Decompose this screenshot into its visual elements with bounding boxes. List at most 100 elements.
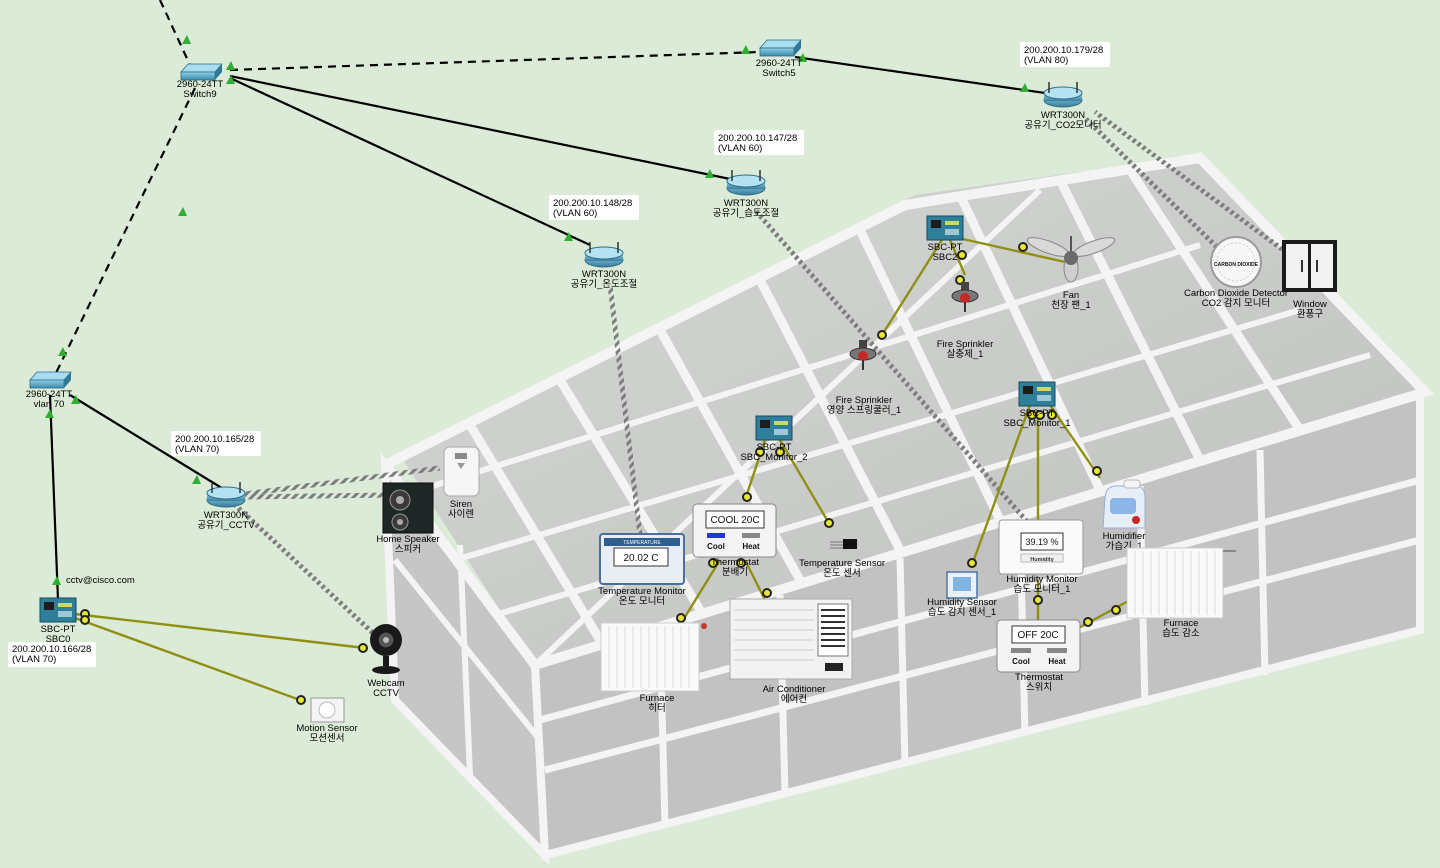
humidity-sensor-name: Humidity Sensor bbox=[927, 597, 997, 608]
thermostat-2-sub: 스위치 bbox=[1026, 681, 1052, 693]
fire-sprinkler-2-sub: 영양 스프링쿨러_1 bbox=[827, 404, 901, 416]
ceiling-fan-sub: 천장 팬_1 bbox=[1051, 300, 1090, 311]
sbc0-name: SBC0 bbox=[46, 634, 71, 645]
temperature-sensor-icon bbox=[830, 539, 857, 549]
humidity-sensor-sub: 습도 감지 센서_1 bbox=[928, 606, 996, 618]
temperature-sensor-sub: 온도 센서 bbox=[823, 568, 861, 579]
co2-detector-face: CARBON DIOXIDE bbox=[1214, 262, 1259, 268]
router-co2[interactable]: 200.200.10.179/28 (VLAN 80) WRT300N 공유기_… bbox=[1020, 42, 1110, 131]
sbc-monitor-1[interactable]: SBC-PT SBC_Monitor_1 bbox=[1003, 381, 1071, 429]
furnace-2-name: Furnace bbox=[1164, 618, 1199, 629]
speaker-icon bbox=[382, 482, 434, 534]
thermostat-2-heat: Heat bbox=[1048, 657, 1066, 666]
humidity-monitor-icon: 39.19 % Humidity bbox=[998, 519, 1084, 575]
temperature-sensor-name: Temperature Sensor bbox=[799, 558, 885, 569]
router-cctv-name: 공유기_CCTV bbox=[197, 520, 255, 531]
sbc2[interactable]: SBC-PT SBC2 bbox=[926, 215, 964, 263]
air-conditioner[interactable]: Air Conditioner 에어컨 bbox=[729, 598, 853, 705]
fire-sprinkler-2[interactable]: Fire Sprinkler 영양 스프링쿨러_1 bbox=[827, 340, 901, 416]
sbc-monitor-1-name: SBC_Monitor_1 bbox=[1003, 418, 1070, 429]
router-cctv[interactable]: 200.200.10.165/28 (VLAN 70) WRT300N 공유기_… bbox=[171, 431, 261, 531]
switch9[interactable]: 2960-24TT Switch9 bbox=[177, 63, 224, 100]
ethernet-links bbox=[48, 55, 1046, 601]
temperature-monitor-sub: 온도 모니터 bbox=[619, 596, 665, 607]
temperature-monitor-header: TEMPERATURE bbox=[623, 540, 661, 546]
air-conditioner-name: Air Conditioner bbox=[763, 684, 826, 695]
temperature-monitor-name: Temperature Monitor bbox=[598, 586, 686, 597]
siren-sub: 사이렌 bbox=[448, 509, 474, 520]
fire-sprinkler-1-sub: 살충제_1 bbox=[947, 349, 984, 360]
ceiling-fan[interactable]: Fan 천장 팬_1 bbox=[1025, 234, 1116, 311]
iot-ports bbox=[80, 242, 1121, 705]
switch9-name: Switch9 bbox=[183, 89, 216, 100]
sbc0-user: cctv@cisco.com bbox=[66, 575, 135, 586]
router-temp[interactable]: 200.200.10.148/28 (VLAN 60) WRT300N 공유기_… bbox=[549, 195, 639, 290]
temperature-sensor[interactable]: Temperature Sensor 온도 센서 bbox=[799, 539, 885, 579]
switch-vlan70[interactable]: 2960-24TT vlan 70 bbox=[26, 371, 73, 410]
motion-sensor-sub: 모션센서 bbox=[310, 733, 345, 744]
home-speaker[interactable]: Home Speaker 스피커 bbox=[376, 482, 440, 555]
router-humid-name: 공유기_습도조절 bbox=[713, 207, 779, 219]
router-temp-name: 공유기_온도조절 bbox=[571, 278, 637, 290]
temperature-monitor-icon: TEMPERATURE 20.02 C bbox=[599, 533, 685, 585]
thermostat-icon: COOL 20C Cool Heat bbox=[692, 503, 777, 558]
fire-sprinkler-1-name: Fire Sprinkler bbox=[937, 339, 994, 350]
temperature-monitor[interactable]: TEMPERATURE 20.02 C Temperature Monitor … bbox=[598, 533, 686, 607]
sprinkler-icon bbox=[951, 282, 979, 312]
sbc0[interactable]: cctv@cisco.com SBC-PT SBC0 200.200.10.16… bbox=[8, 575, 135, 667]
co2-detector[interactable]: CARBON DIOXIDE Carbon Dioxide Detector C… bbox=[1184, 236, 1288, 309]
siren[interactable]: Siren 사이렌 bbox=[443, 446, 480, 520]
furnace-1[interactable]: Furnace 히터 bbox=[600, 622, 707, 714]
thermostat-1-display: COOL 20C bbox=[710, 515, 759, 526]
router-temp-ip: 200.200.10.148/28 bbox=[553, 198, 632, 209]
sbc-monitor-2-name: SBC_Monitor_2 bbox=[740, 452, 807, 463]
co2-detector-icon: CARBON DIOXIDE bbox=[1210, 236, 1262, 288]
router-humid[interactable]: 200.200.10.147/28 (VLAN 60) WRT300N 공유기_… bbox=[713, 130, 804, 219]
humidity-sensor[interactable]: Humidity Sensor 습도 감지 센서_1 bbox=[927, 571, 997, 618]
sbc0-ip: 200.200.10.166/28 bbox=[12, 644, 91, 655]
switch-icon bbox=[29, 371, 72, 389]
switch5[interactable]: 2960-24TT Switch5 bbox=[756, 39, 803, 79]
co2-detector-name: Carbon Dioxide Detector bbox=[1184, 288, 1288, 299]
humidity-monitor[interactable]: 39.19 % Humidity Humidity Monitor 습도 모니터… bbox=[998, 519, 1084, 595]
humidity-monitor-sub: 습도 모니터_1 bbox=[1014, 584, 1071, 595]
humidifier-icon bbox=[1102, 479, 1146, 529]
thermostat-1[interactable]: COOL 20C Cool Heat Thermostat 분배기 bbox=[692, 503, 777, 578]
wireless-links bbox=[233, 109, 1292, 637]
webcam-sub: CCTV bbox=[373, 688, 400, 699]
port-indicators bbox=[45, 35, 1029, 585]
humidity-monitor-display: 39.19 % bbox=[1025, 537, 1058, 547]
vent-window[interactable]: Window 환풍구 bbox=[1282, 240, 1337, 320]
sprinkler-icon bbox=[849, 340, 877, 370]
furnace-1-name: Furnace bbox=[640, 693, 675, 704]
router-humid-model: WRT300N bbox=[724, 198, 768, 209]
humidity-sensor-icon bbox=[946, 571, 978, 599]
router-icon bbox=[726, 170, 766, 196]
siren-name: Siren bbox=[450, 499, 472, 510]
thermostat-icon: OFF 20C Cool Heat bbox=[996, 619, 1081, 673]
furnace-2[interactable]: Furnace 습도 감소 bbox=[1126, 547, 1236, 639]
radiator-icon bbox=[1126, 547, 1236, 619]
thermostat-1-sub: 분배기 bbox=[722, 567, 748, 578]
fire-sprinkler-1[interactable]: Fire Sprinkler 살충제_1 bbox=[937, 282, 994, 360]
router-icon bbox=[1043, 82, 1083, 108]
sbc2-model: SBC-PT bbox=[928, 242, 963, 253]
router-co2-ip: 200.200.10.179/28 bbox=[1024, 45, 1103, 56]
humidity-monitor-caption: Humidity bbox=[1030, 557, 1054, 563]
motion-sensor-icon bbox=[310, 697, 345, 723]
switch-icon bbox=[180, 63, 223, 81]
vent-window-name: Window bbox=[1293, 299, 1327, 310]
webcam[interactable]: Webcam CCTV bbox=[367, 624, 405, 699]
sbc-monitor-2[interactable]: SBC-PT SBC_Monitor_2 bbox=[740, 415, 808, 463]
webcam-icon bbox=[370, 624, 402, 674]
switch5-name: Switch5 bbox=[762, 68, 795, 79]
furnace-2-sub: 습도 감소 bbox=[1162, 627, 1200, 639]
router-humid-vlan: (VLAN 60) bbox=[718, 143, 762, 154]
thermostat-2[interactable]: OFF 20C Cool Heat Thermostat 스위치 bbox=[996, 619, 1081, 693]
humidifier-sub: 가습기_1 bbox=[1106, 541, 1143, 552]
fire-sprinkler-2-name: Fire Sprinkler bbox=[836, 395, 893, 406]
motion-sensor-name: Motion Sensor bbox=[296, 723, 357, 734]
humidifier[interactable]: Humidifier 가습기_1 bbox=[1102, 479, 1146, 552]
motion-sensor[interactable]: Motion Sensor 모션센서 bbox=[296, 697, 358, 744]
